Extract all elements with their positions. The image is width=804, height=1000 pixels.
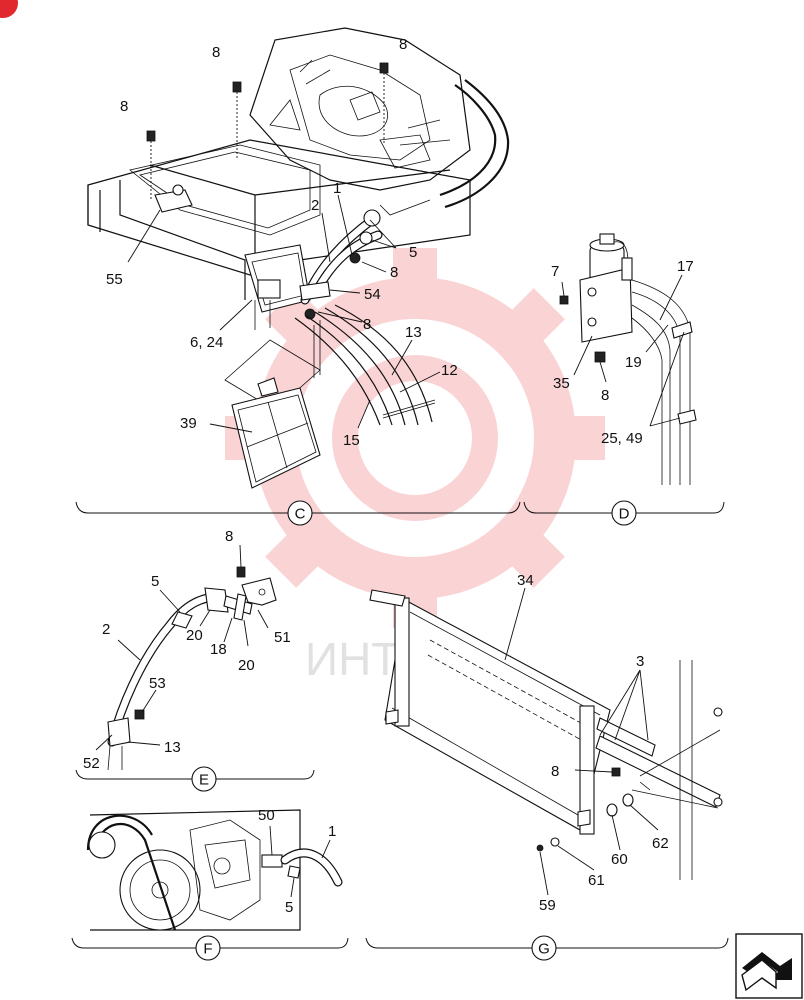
callout-7: 7 bbox=[551, 263, 559, 280]
return-arrow-icon bbox=[741, 952, 792, 992]
svg-text:C: C bbox=[295, 506, 306, 523]
callout-12: 12 bbox=[441, 362, 458, 379]
svg-text:G: G bbox=[538, 941, 550, 958]
callout-54: 54 bbox=[364, 286, 381, 303]
view-e-drawing bbox=[107, 566, 277, 771]
callout-3: 3 bbox=[636, 653, 644, 670]
callout-5: 5 bbox=[285, 899, 293, 916]
section-badge-c[interactable]: C bbox=[287, 500, 313, 526]
section-badge-f[interactable]: F bbox=[195, 935, 221, 961]
view-c-leaders bbox=[127, 194, 441, 433]
callout-labels: 8 8 8 1 2 5 8 55 54 8 6, 24 13 12 39 15 … bbox=[83, 36, 694, 916]
view-d-drawing bbox=[559, 233, 697, 485]
callout-8: 8 bbox=[390, 264, 398, 281]
view-e-leaders bbox=[95, 544, 269, 751]
callout-51: 51 bbox=[274, 629, 291, 646]
return-arrow-button[interactable] bbox=[735, 933, 803, 999]
callout-17: 17 bbox=[677, 258, 694, 275]
callout-8: 8 bbox=[363, 316, 371, 333]
view-f-drawing bbox=[86, 809, 343, 931]
section-badge-d[interactable]: D bbox=[611, 500, 637, 526]
callout-18: 18 bbox=[210, 641, 227, 658]
callout-8: 8 bbox=[120, 98, 128, 115]
callout-20: 20 bbox=[238, 657, 255, 674]
callout-52: 52 bbox=[83, 755, 100, 772]
section-badge-e[interactable]: E bbox=[191, 766, 217, 792]
callout-1: 1 bbox=[333, 180, 341, 197]
callout-5: 5 bbox=[409, 244, 417, 261]
view-f-leaders bbox=[269, 825, 331, 898]
section-badge-g[interactable]: G bbox=[531, 935, 557, 961]
svg-text:F: F bbox=[203, 941, 212, 958]
svg-text:D: D bbox=[619, 506, 630, 523]
callout-50: 50 bbox=[258, 807, 275, 824]
callout-8: 8 bbox=[212, 44, 220, 61]
callout-8: 8 bbox=[601, 387, 609, 404]
callout-5: 5 bbox=[151, 573, 159, 590]
section-braces bbox=[71, 501, 729, 949]
callout-8: 8 bbox=[399, 36, 407, 53]
callout-25-49: 25, 49 bbox=[601, 430, 643, 447]
view-c-drawing bbox=[87, 27, 510, 489]
callout-13: 13 bbox=[405, 324, 422, 341]
callout-15: 15 bbox=[343, 432, 360, 449]
callout-13: 13 bbox=[164, 739, 181, 756]
callout-62: 62 bbox=[652, 835, 669, 852]
callout-6-24: 6, 24 bbox=[190, 334, 223, 351]
callout-34: 34 bbox=[517, 572, 534, 589]
view-g-drawing bbox=[369, 589, 723, 880]
view-g-leaders bbox=[504, 587, 659, 896]
callout-2: 2 bbox=[311, 197, 319, 214]
callout-39: 39 bbox=[180, 415, 197, 432]
svg-text:E: E bbox=[199, 772, 209, 789]
callout-1: 1 bbox=[328, 823, 336, 840]
callout-60: 60 bbox=[611, 851, 628, 868]
callout-20: 20 bbox=[186, 627, 203, 644]
callout-2: 2 bbox=[102, 621, 110, 638]
view-d-leaders bbox=[561, 274, 685, 427]
callout-19: 19 bbox=[625, 354, 642, 371]
callout-8: 8 bbox=[225, 528, 233, 545]
callout-59: 59 bbox=[539, 897, 556, 914]
corner-badge[interactable] bbox=[0, 0, 18, 18]
callout-61: 61 bbox=[588, 872, 605, 889]
callout-55: 55 bbox=[106, 271, 123, 288]
callout-35: 35 bbox=[553, 375, 570, 392]
callout-8: 8 bbox=[551, 763, 559, 780]
callout-53: 53 bbox=[149, 675, 166, 692]
